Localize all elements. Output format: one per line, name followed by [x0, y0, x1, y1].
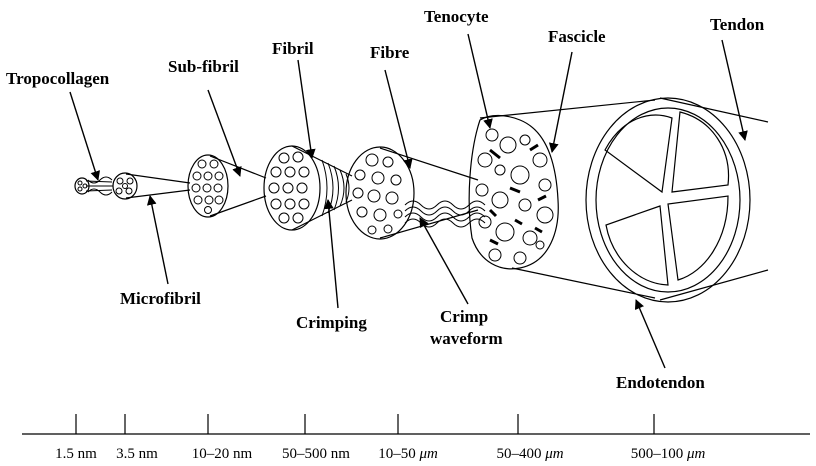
fascicle-fibres: [476, 129, 553, 264]
arrow-tenocyte: [468, 34, 490, 128]
label-crimp: Crimp: [440, 307, 488, 326]
label-tropocollagen: Tropocollagen: [6, 69, 110, 88]
scale-label-6: 50–400 μm: [496, 446, 563, 462]
crimp-waveform-lines: [405, 201, 485, 227]
label-crimping: Crimping: [296, 313, 367, 332]
fibre-fibrils: [353, 154, 402, 234]
arrow-endotendon: [636, 300, 665, 368]
label-waveform: waveform: [430, 329, 503, 348]
fibril-subfibrils: [269, 152, 309, 223]
tropocollagen-structure: [75, 177, 113, 195]
scale-label-2: 3.5 nm: [116, 446, 158, 462]
arrow-tendon: [722, 40, 745, 140]
arrow-crimp-waveform: [420, 218, 468, 304]
label-tenocyte: Tenocyte: [424, 7, 489, 26]
scale-label-1: 1.5 nm: [55, 446, 97, 462]
fibril-structure: [264, 146, 352, 230]
sub-fibril-microfibrils: [192, 160, 223, 214]
scale-label-4: 50–500 nm: [282, 446, 350, 462]
scale-label-7: 500–100 μm: [631, 446, 706, 462]
arrow-tropocollagen: [70, 92, 98, 180]
scale-label-5: 10–50 μm: [378, 446, 438, 462]
arrow-microfibril: [150, 196, 168, 284]
label-endotendon: Endotendon: [616, 373, 705, 392]
microfibril-structure: [113, 173, 190, 199]
label-sub-fibril: Sub-fibril: [168, 57, 239, 76]
label-tendon: Tendon: [710, 15, 765, 34]
label-fibril: Fibril: [272, 39, 314, 58]
arrow-fibril: [298, 60, 312, 158]
size-scale: 1.5 nm 3.5 nm 10–20 nm 50–500 nm 10–50 μ…: [22, 414, 810, 462]
sub-fibril-structure: [188, 155, 266, 217]
pointer-arrows: [70, 34, 745, 368]
scale-label-3: 10–20 nm: [192, 446, 253, 462]
fascicle-structure: [469, 100, 655, 298]
label-fibre: Fibre: [370, 43, 410, 62]
tendon-structure: [586, 98, 768, 302]
label-microfibril: Microfibril: [120, 289, 201, 308]
arrow-crimping: [328, 200, 338, 308]
arrow-fascicle: [552, 52, 572, 152]
label-fascicle: Fascicle: [548, 27, 606, 46]
fibre-structure: [346, 147, 485, 239]
